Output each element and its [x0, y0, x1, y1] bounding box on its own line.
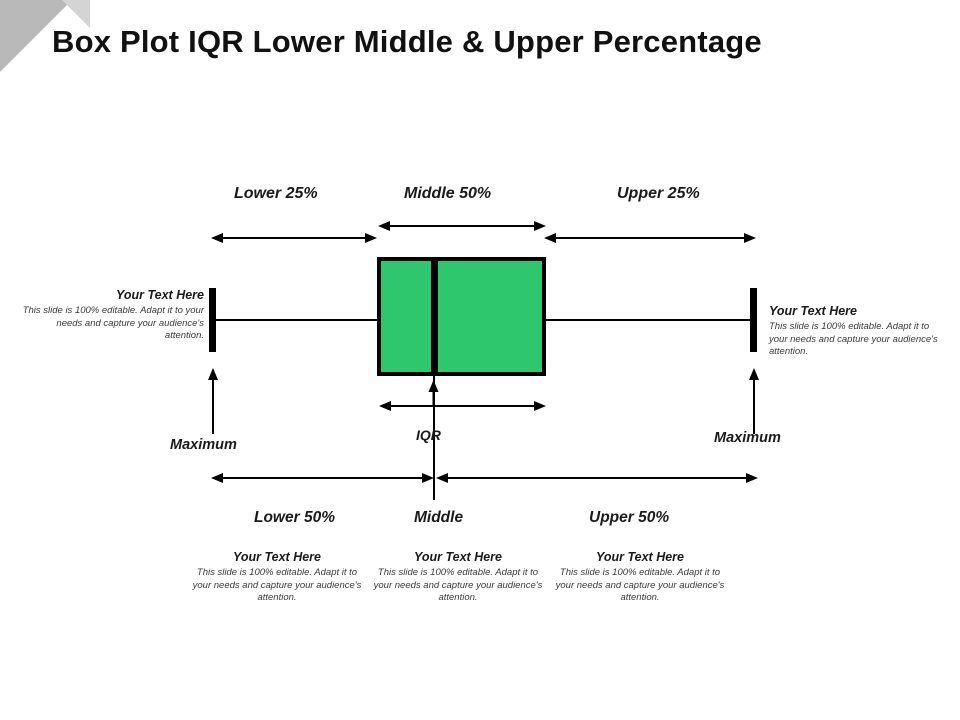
text-block-right-body: This slide is 100% editable. Adapt it to… [769, 321, 938, 358]
bottom-arrow-upper-50 [436, 473, 758, 483]
bottom-arrow-lower-50 [211, 473, 434, 483]
text-block-left-heading: Your Text Here [116, 288, 204, 302]
maximum-right-arrow [749, 368, 759, 434]
top-arrow-upper-25 [544, 233, 756, 243]
box-rect [377, 257, 546, 376]
page-title: Box Plot IQR Lower Middle & Upper Percen… [52, 24, 762, 59]
median-line [431, 257, 438, 376]
text-block-right: Your Text Here This slide is 100% editab… [769, 304, 947, 359]
top-label-lower-25: Lower 25% [234, 185, 318, 202]
text-block-bottom-2-heading: Your Text Here [414, 550, 502, 564]
text-block-bottom-2-body: This slide is 100% editable. Adapt it to… [373, 567, 543, 604]
label-maximum-left: Maximum [170, 437, 237, 453]
bottom-label-middle: Middle [414, 509, 464, 526]
label-iqr: IQR [416, 427, 441, 443]
text-block-bottom-3-heading: Your Text Here [596, 550, 684, 564]
bottom-label-upper-50: Upper 50% [589, 509, 670, 526]
median-guide-line [433, 376, 435, 500]
corner-triangle-large-icon [0, 0, 72, 72]
iqr-up-arrow [428, 380, 439, 406]
corner-triangle-small-icon [62, 0, 90, 28]
whisker-cap-left [209, 288, 216, 352]
text-block-left: Your Text Here This slide is 100% editab… [18, 288, 204, 343]
text-block-bottom-3-body: This slide is 100% editable. Adapt it to… [555, 567, 725, 604]
maximum-left-arrow [208, 368, 218, 434]
text-block-left-body: This slide is 100% editable. Adapt it to… [22, 305, 204, 342]
text-block-bottom-3: Your Text Here This slide is 100% editab… [550, 550, 730, 605]
text-block-right-heading: Your Text Here [769, 304, 857, 318]
iqr-arrow [379, 401, 546, 411]
bottom-label-lower-50: Lower 50% [254, 509, 335, 526]
text-block-bottom-1-body: This slide is 100% editable. Adapt it to… [192, 567, 362, 604]
text-block-bottom-2: Your Text Here This slide is 100% editab… [368, 550, 548, 605]
text-block-bottom-1: Your Text Here This slide is 100% editab… [187, 550, 367, 605]
label-maximum-right: Maximum [714, 430, 781, 446]
top-arrow-lower-25 [211, 233, 377, 243]
text-block-bottom-1-heading: Your Text Here [233, 550, 321, 564]
top-label-upper-25: Upper 25% [617, 185, 700, 202]
top-arrow-middle-50 [378, 221, 546, 231]
top-label-middle-50: Middle 50% [404, 185, 492, 202]
whisker-cap-right [750, 288, 757, 352]
